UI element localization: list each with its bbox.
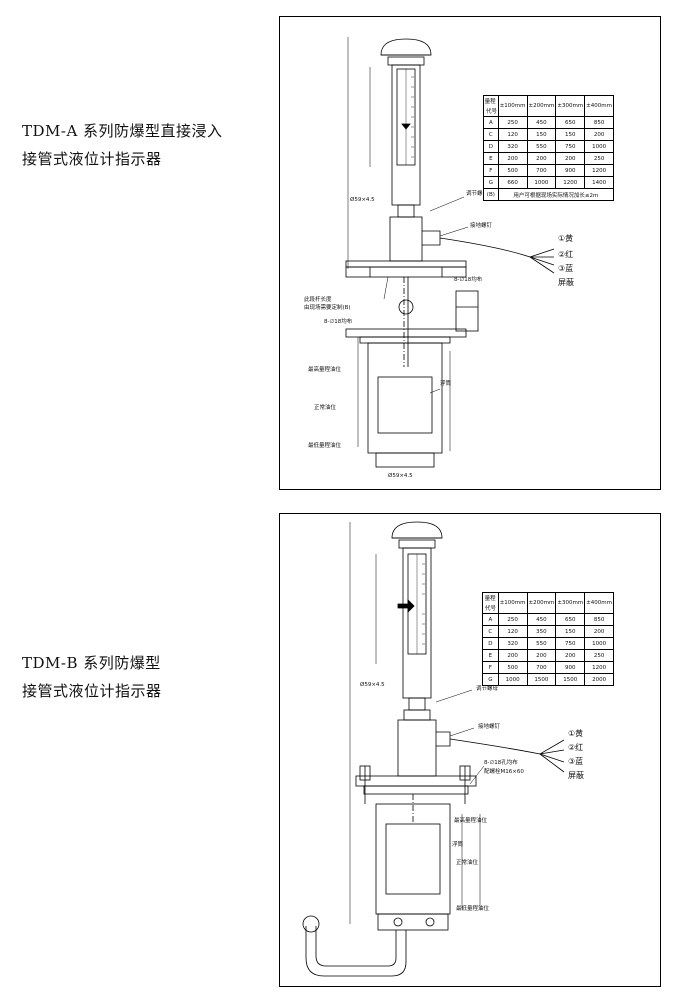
wire-a-blue: ③蓝	[558, 263, 573, 273]
table-b-col-1: ±100mm	[497, 592, 528, 614]
table-a-col-3: ±300mm	[555, 95, 586, 117]
label-a-ground-screw: 接地螺钉	[470, 221, 493, 229]
table-b-col-4: ±400mm	[584, 592, 614, 614]
label-b-dim-top: Ø59×4.5	[360, 681, 385, 688]
wire-b-shield: 屏蔽	[568, 770, 584, 780]
table-a-col-2: ±200mm	[526, 95, 557, 117]
caption-tdm-b: TDM-B 系列防爆型 接管式液位计指示器	[22, 649, 162, 705]
table-row: C 120 150 150 200	[483, 128, 614, 141]
wire-a-yellow: ①黄	[558, 233, 573, 243]
label-a-dim-top: Ø59×4.5	[350, 196, 375, 203]
table-b-col-3: ±300mm	[555, 592, 586, 614]
label-b-hole-note: 8-∅18孔均布	[484, 758, 518, 766]
table-row: (B) 用户可根据现场实际情况加长≤2m	[483, 188, 615, 201]
label-b-ground-screw: 接地螺钉	[478, 722, 501, 730]
label-a-hole-2: 8-∅18均布	[324, 317, 353, 325]
caption-b-line1: TDM-B 系列防爆型	[22, 654, 161, 672]
table-row: C 120 350 150 200	[482, 625, 614, 638]
caption-a-line2: 接管式液位计指示器	[22, 150, 162, 168]
label-a-normal-level: 正常油位	[314, 403, 337, 411]
label-b-adjust-nut: 调节螺母	[476, 684, 499, 692]
table-row: E 200 200 200 250	[482, 649, 614, 662]
table-row: G 660 1000 1200 1400	[483, 176, 614, 189]
drawing-tdm-a: 调节螺母 接地螺钉 Ø59×4.5 8-∅18均布 此段杆长度 由现场需要定制(…	[279, 16, 661, 490]
wire-b-blue: ③蓝	[568, 756, 583, 766]
table-row: A 250 450 650 850	[482, 613, 614, 626]
table-a-note-code: (B)	[483, 188, 499, 201]
label-a-max-level: 最高量程油位	[308, 365, 342, 373]
label-a-rod-note-2: 由现场需要定制(B)	[304, 303, 351, 311]
label-b-float: 浮筒	[452, 840, 464, 848]
caption-tdm-a: TDM-A 系列防爆型直接浸入 接管式液位计指示器	[22, 117, 223, 173]
wire-a-red: ②红	[558, 249, 573, 259]
drawing-b-lines: 调节螺母 接地螺钉 Ø59×4.5 8-∅18孔均布 配螺栓M16×60 最高量…	[302, 521, 584, 977]
table-row: G 1000 1500 1500 2000	[482, 673, 614, 686]
table-row: A 250 450 650 850	[483, 116, 614, 129]
label-a-hole-1: 8-∅18均布	[454, 275, 483, 283]
spec-table-a: 量程 代号 ±100mm ±200mm ±300mm ±400mm A 250 …	[483, 95, 615, 201]
table-a-note: 用户可根据现场实际情况加长≤2m	[497, 188, 615, 201]
wire-b-yellow: ①黄	[568, 728, 583, 738]
label-a-dim-bottom: Ø59×4.5	[388, 472, 413, 479]
drawing-tdm-b: 调节螺母 接地螺钉 Ø59×4.5 8-∅18孔均布 配螺栓M16×60 最高量…	[279, 513, 661, 987]
spec-table-b: 量程 代号 ±100mm ±200mm ±300mm ±400mm A 250 …	[482, 592, 614, 686]
label-b-bolt-note: 配螺栓M16×60	[484, 767, 524, 775]
wire-a-shield: 屏蔽	[558, 277, 574, 287]
label-b-normal-level: 正常油位	[456, 858, 479, 866]
label-b-max-level: 最高量程油位	[454, 816, 488, 824]
wire-b-red: ②红	[568, 742, 583, 752]
table-row: F 500 700 900 1200	[483, 164, 614, 177]
table-row: D 320 550 750 1000	[483, 140, 614, 153]
drawing-a-lines: 调节螺母 接地螺钉 Ø59×4.5 8-∅18均布 此段杆长度 由现场需要定制(…	[304, 37, 574, 479]
caption-b-line2: 接管式液位计指示器	[22, 682, 162, 700]
table-b-col-2: ±200mm	[526, 592, 557, 614]
label-a-adjust-nut: 调节螺母	[466, 189, 489, 197]
table-b-corner: 量程 代号	[482, 592, 499, 614]
table-row: F 500 700 900 1200	[482, 661, 614, 674]
table-a-col-1: ±100mm	[497, 95, 528, 117]
label-a-min-level: 最低量程油位	[308, 441, 342, 449]
label-a-rod-note-1: 此段杆长度	[304, 295, 332, 303]
label-b-min-level: 最低量程油位	[456, 904, 490, 912]
table-a-col-4: ±400mm	[584, 95, 614, 117]
label-a-float: 浮筒	[440, 379, 452, 387]
caption-a-line1: TDM-A 系列防爆型直接浸入	[22, 122, 223, 140]
table-a-corner: 量程 代号	[483, 95, 499, 117]
table-row: D 320 550 750 1000	[482, 637, 614, 650]
table-row: E 200 200 200 250	[483, 152, 614, 165]
